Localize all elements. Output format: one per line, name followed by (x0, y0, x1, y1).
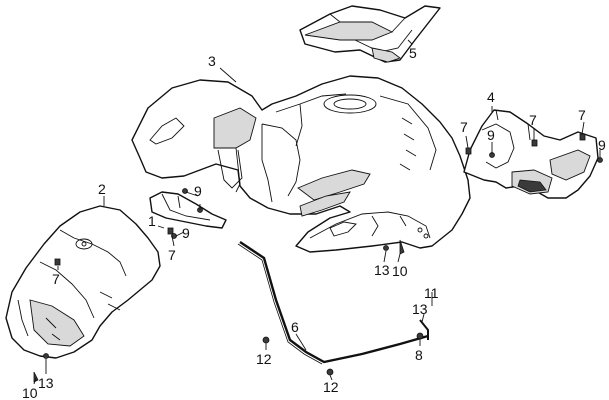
callout-13-rod: 13 (412, 301, 428, 317)
callout-7-side-a: 7 (460, 119, 468, 135)
nut-12-a (262, 336, 270, 344)
callout-6: 6 (291, 319, 299, 335)
callout-11: 11 (424, 285, 439, 301)
callout-7-front: 7 (168, 247, 176, 263)
clip-7-front (167, 227, 174, 235)
callout-9-bracket-top: 9 (194, 183, 202, 199)
screw-9-e (597, 157, 603, 163)
part-4-side-panel (463, 109, 599, 199)
callout-5: 5 (409, 45, 417, 61)
screw-9-a (182, 188, 188, 194)
part-5-inner-panel (299, 5, 441, 63)
clip-7-side-c (579, 133, 586, 141)
callout-10-front: 10 (22, 385, 38, 400)
callout-2: 2 (98, 181, 106, 197)
callout-13-rear: 13 (374, 262, 390, 278)
callout-12-bottom: 12 (323, 379, 339, 395)
nut-12-b (326, 368, 334, 376)
part-6-support-rod (237, 241, 429, 365)
callout-8: 8 (415, 347, 423, 363)
callout-7-side-c: 7 (578, 107, 586, 123)
callout-1: 1 (148, 213, 156, 229)
leader-lines (33, 39, 601, 385)
part-3-rear-fender (131, 75, 471, 253)
callout-12-left: 12 (256, 351, 272, 367)
nut-13-b (43, 353, 49, 359)
clip-7-side-b (531, 139, 538, 147)
callout-3: 3 (208, 53, 216, 69)
callout-9-bracket-side: 9 (182, 225, 190, 241)
bolt-10-a (399, 239, 405, 255)
callout-9-panel: 9 (487, 127, 495, 143)
clip-7-left (54, 258, 61, 266)
callout-10-rear: 10 (392, 263, 408, 279)
part-2-front-fender (5, 205, 161, 359)
callout-7-side-b: 7 (529, 112, 537, 128)
callout-4: 4 (487, 89, 495, 105)
callout-9-panel-right: 9 (598, 137, 606, 153)
bolt-10-b (33, 371, 39, 383)
part-1-bracket (149, 191, 227, 229)
callout-13-front: 13 (38, 375, 54, 391)
clip-7-side-a (465, 147, 472, 155)
nut-13-a (383, 245, 389, 251)
callout-7-left: 7 (52, 271, 60, 287)
callout-labels: 1 2 3 4 5 6 7 7 7 7 7 8 9 9 9 9 10 10 11… (22, 45, 606, 400)
